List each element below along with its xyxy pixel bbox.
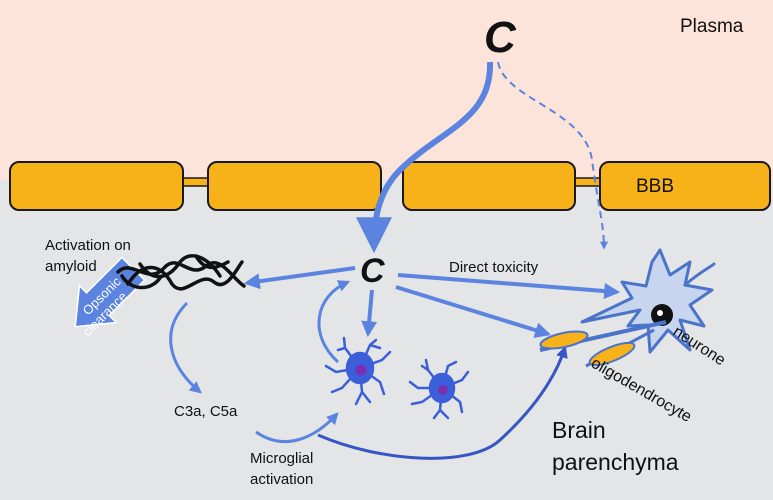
opsonic-clearance-arrow (74, 256, 146, 328)
direct-toxicity-label: Direct toxicity (449, 259, 539, 276)
microglia-feedback-arrow (317, 280, 351, 364)
arrow-to-amyloid (243, 266, 356, 290)
brain-label-line1: Brain (552, 417, 606, 443)
anaphylatoxin-label: C3a, C5a (174, 403, 238, 420)
microglia-2 (408, 358, 470, 420)
bbb-cell-3 (402, 161, 576, 211)
complement-brain-label: C (360, 252, 385, 290)
arrow-direct-toxicity (397, 273, 621, 299)
arrow-to-oligodendrocyte (395, 285, 552, 338)
arrow-to-microglia (361, 289, 378, 338)
microglial-label-line1: Microglial (250, 450, 313, 467)
brain-label-line2: parenchyma (552, 449, 679, 475)
activation-label-line1: Activation on (45, 237, 131, 254)
bbb-label: BBB (636, 176, 674, 197)
bbb-junction-1 (179, 177, 211, 187)
bbb-junction-2 (571, 177, 603, 187)
plasma-label: Plasma (680, 16, 744, 37)
activation-label-line2: amyloid (45, 258, 97, 275)
microglial-label-line2: activation (250, 471, 313, 488)
microglia-1 (324, 336, 392, 406)
complement-plasma-label: C (484, 13, 517, 62)
microglia-to-oligodendrocyte-arrow (317, 345, 568, 460)
plasma-region (0, 0, 773, 180)
amyloid-to-anaphylatoxin-arrow (169, 301, 202, 394)
oligodendrocyte-cell (539, 320, 667, 368)
bbb-cell-4 (599, 161, 771, 211)
anaphylatoxin-to-microglia-arrow (255, 412, 339, 443)
amyloid-tangle (116, 254, 246, 291)
bbb-cell-1 (9, 161, 184, 211)
bbb-cell-2 (207, 161, 382, 211)
neurone-cell (580, 248, 716, 354)
complement-entry-arrow (356, 61, 494, 254)
